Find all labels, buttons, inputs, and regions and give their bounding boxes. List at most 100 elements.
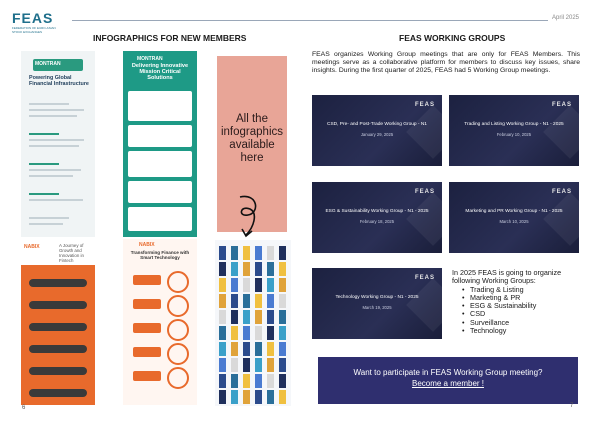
collage-thumbnail [231,294,238,308]
step-box [133,275,161,285]
montran-infographic-2[interactable]: MONTRAN Delivering Innovative Mission Cr… [123,51,197,237]
collage-thumbnail [279,374,286,388]
video-date: March 19, 2025 [362,305,392,310]
collage-thumbnail [243,278,250,292]
collage-thumbnail [267,326,274,340]
plan-intro: In 2025 FEAS is going to organize follow… [452,268,562,286]
video-title: ESG & Sustainability Working Group - N1 … [325,209,429,214]
collage-thumbnail [255,310,262,324]
planned-working-groups: In 2025 FEAS is going to organize follow… [452,268,582,336]
collage-thumbnail [231,390,238,404]
collage-thumbnail [279,358,286,372]
video-title: Trading and Listing Working Group - N1 -… [464,122,564,127]
nabix-infographic-1[interactable]: NABIX A Journey of Growth and Innovation… [21,239,95,405]
become-member-banner[interactable]: Want to participate in FEAS Working Grou… [318,357,578,404]
collage-thumbnail [255,294,262,308]
video-thumbnail-trading[interactable]: FEAS Trading and Listing Working Group -… [449,95,597,166]
all-infographics-link[interactable]: All the infographics available here [217,56,287,232]
collage-thumbnail [243,342,250,356]
working-groups-heading: FEAS WORKING GROUPS [399,33,506,43]
collage-thumbnail [231,278,238,292]
collage-thumbnail [279,278,286,292]
collage-thumbnail [219,278,226,292]
collage-thumbnail [255,374,262,388]
collage-thumbnail [219,294,226,308]
video-date: January 29, 2025 [360,132,394,137]
collage-thumbnail [267,390,274,404]
step-ring [167,271,189,293]
collage-thumbnail [219,326,226,340]
nabix-header [21,239,95,265]
collage-thumbnail [231,246,238,260]
video-thumbnail-marketing[interactable]: FEAS Marketing and PR Working Group - N1… [449,182,597,253]
montran-brand: MONTRAN [137,56,163,62]
collage-thumbnail [231,342,238,356]
nabix-brand: NABIX [139,242,155,248]
collage-thumbnail [255,358,262,372]
infographics-collage[interactable] [215,240,291,406]
step-box [133,323,161,333]
collage-thumbnail [243,262,250,276]
text-line [29,199,83,201]
nabix-brand: NABIX [24,244,40,250]
list-item: ESG & Sustainability [462,301,582,310]
collage-thumbnail [267,358,274,372]
collage-thumbnail [267,246,274,260]
list-item: CSD [462,310,582,319]
nabix-infographic-2[interactable]: NABIX Transforming Finance with Smart Te… [123,239,197,405]
roadmap-segment [29,367,87,375]
video-brand: FEAS [551,102,572,108]
info-box [128,207,192,231]
collage-thumbnail [267,294,274,308]
text-line [29,115,77,117]
become-member-link[interactable]: Become a member ! [411,379,485,388]
video-thumbnail-csd[interactable]: FEAS CSD, Pre- and Post-Trade Working Gr… [312,95,460,166]
video-date: February 10, 2025 [496,132,532,137]
collage-thumbnail [267,342,274,356]
list-item: Technology [462,326,582,335]
video-brand: FEAS [414,102,435,108]
collage-thumbnail [255,390,262,404]
collage-thumbnail [219,310,226,324]
text-line [29,133,59,135]
collage-thumbnail [255,342,262,356]
info-box [128,181,192,203]
collage-thumbnail [243,374,250,388]
collage-thumbnail [231,374,238,388]
cta-question: Want to participate in FEAS Working Grou… [353,368,543,377]
collage-thumbnail [243,294,250,308]
step-box [133,299,161,309]
collage-thumbnail [231,358,238,372]
video-thumbnail-technology[interactable]: FEAS Technology Working Group - N1 - 202… [312,268,460,339]
step-box [133,371,161,381]
video-date: February 18, 2025 [359,219,395,224]
video-title: Technology Working Group - N1 - 2025 [335,295,419,300]
text-line [29,175,73,177]
collage-thumbnail [231,262,238,276]
text-line [29,109,84,111]
roadmap-segment [29,389,87,397]
montran-title: Delivering Innovative Mission Critical S… [131,63,189,81]
collage-thumbnail [255,246,262,260]
collage-thumbnail [267,374,274,388]
collage-thumbnail [219,390,226,404]
text-line [29,223,63,225]
info-box [128,125,192,147]
infographics-heading: INFOGRAPHICS FOR NEW MEMBERS [93,33,247,43]
collage-thumbnail [243,358,250,372]
montran-brand: MONTRAN [35,61,61,67]
text-line [29,163,59,165]
nabix-tagline: A Journey of Growth and Innovation in Fi… [59,243,84,263]
montran-title: Powering Global Financial Infrastructure [29,75,89,87]
collage-thumbnail [279,310,286,324]
collage-thumbnail [243,310,250,324]
montran-infographic-1[interactable]: MONTRAN Powering Global Financial Infras… [21,51,95,237]
groups-list: Trading & Listing Marketing & PR ESG & S… [452,285,582,336]
roadmap-segment [29,345,87,353]
video-thumbnail-esg[interactable]: FEAS ESG & Sustainability Working Group … [312,182,460,253]
collage-thumbnail [243,326,250,340]
collage-thumbnail [279,390,286,404]
feas-logo: FEAS [12,10,54,26]
list-item: Surveillance [462,318,582,327]
header-divider [72,20,548,21]
